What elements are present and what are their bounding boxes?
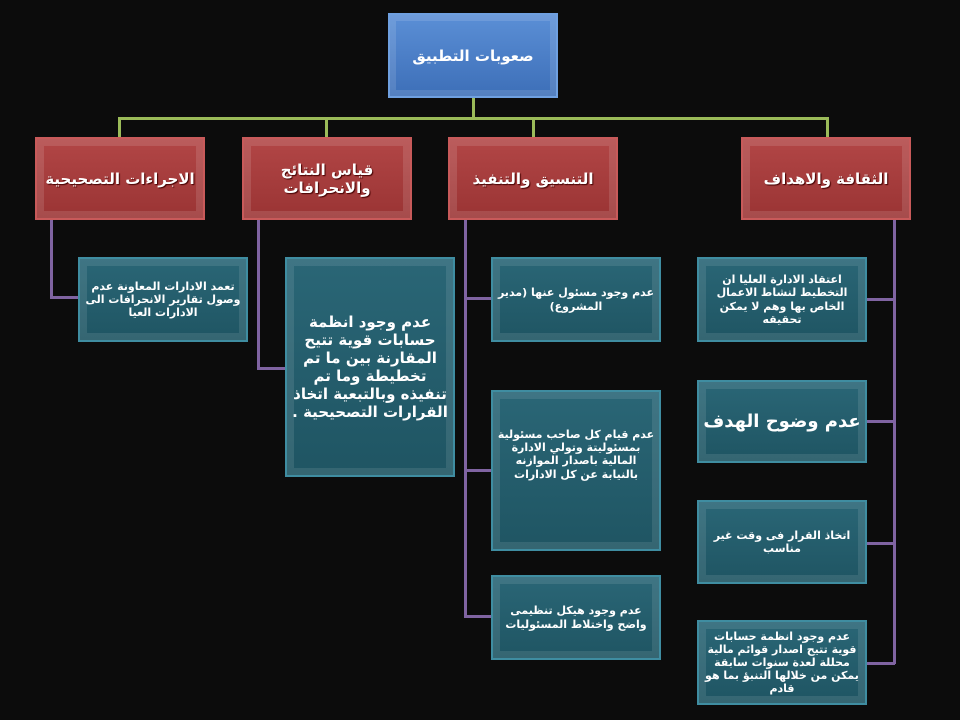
item-node: عدم قيام كل صاحب مسئولية بمسئوليتة وتولي…: [491, 390, 661, 551]
connector: [867, 420, 895, 423]
connector: [826, 117, 829, 137]
connector: [464, 469, 491, 472]
item-node: عدم وجود انظمة حسابات قوية تتيح المقارنة…: [285, 257, 455, 477]
category-measurement: قياس النتائج والانحرافات: [242, 137, 412, 220]
connector: [257, 367, 285, 370]
connector: [464, 297, 491, 300]
connector: [867, 298, 895, 301]
category-coordination: التنسيق والتنفيذ: [448, 137, 618, 220]
item-node: تعمد الادارات المعاونة عدم وصول تقارير ا…: [78, 257, 248, 342]
item-node: عدم وضوح الهدف: [697, 380, 867, 463]
connector: [50, 296, 78, 299]
item-node: عدم وجود مسئول عنها (مدير المشروع): [491, 257, 661, 342]
connector: [867, 662, 895, 665]
item-node: عدم وجود انظمة حسابات قوية تتيح اصدار قو…: [697, 620, 867, 705]
connector: [893, 220, 896, 664]
category-culture-goals: الثقافة والاهداف: [741, 137, 911, 220]
connector: [257, 220, 260, 370]
category-corrective-actions: الاجراءات التصحيحية: [35, 137, 205, 220]
root-node: صعوبات التطبيق: [388, 13, 558, 98]
connector: [867, 542, 895, 545]
item-node: اعتقاد الادارة العليا ان التخطيط لنشاط ا…: [697, 257, 867, 342]
connector: [325, 117, 328, 137]
connector: [50, 220, 53, 299]
connector: [532, 117, 535, 137]
connector: [472, 98, 475, 119]
connector: [118, 117, 121, 137]
connector: [118, 117, 829, 120]
connector: [464, 615, 491, 618]
connector: [464, 220, 467, 618]
item-node: عدم وجود هيكل تنظيمى واضح واختلاط المسئو…: [491, 575, 661, 660]
item-node: اتخاذ القرار فى وقت غير مناسب: [697, 500, 867, 584]
